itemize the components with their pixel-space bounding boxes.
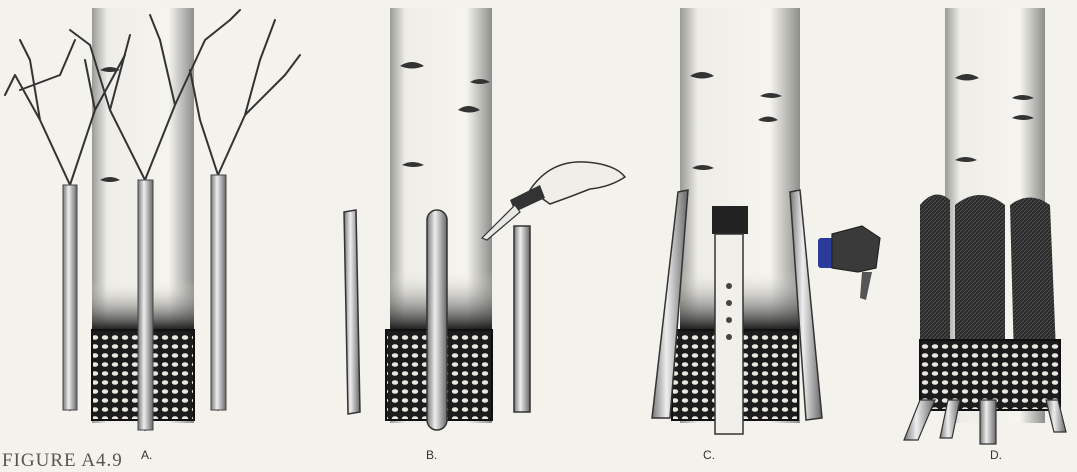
hatchet-icon (818, 226, 880, 300)
wrapped-bark (920, 195, 1060, 410)
panel-d-drawing (904, 8, 1066, 444)
panel-label-c: C. (703, 448, 715, 462)
hand-with-knife (482, 162, 625, 240)
panel-b-drawing (344, 8, 625, 430)
panel-a-drawing (5, 8, 300, 430)
figure-caption: FIGURE A4.9 (2, 450, 123, 472)
stake (514, 226, 530, 412)
stake (344, 210, 360, 414)
panel-c-drawing (652, 8, 880, 434)
panel-label-d: D. (990, 448, 1002, 462)
panel-label-b: B. (426, 448, 437, 462)
bark-slot (427, 210, 447, 430)
panel-label-a: A. (141, 448, 152, 462)
